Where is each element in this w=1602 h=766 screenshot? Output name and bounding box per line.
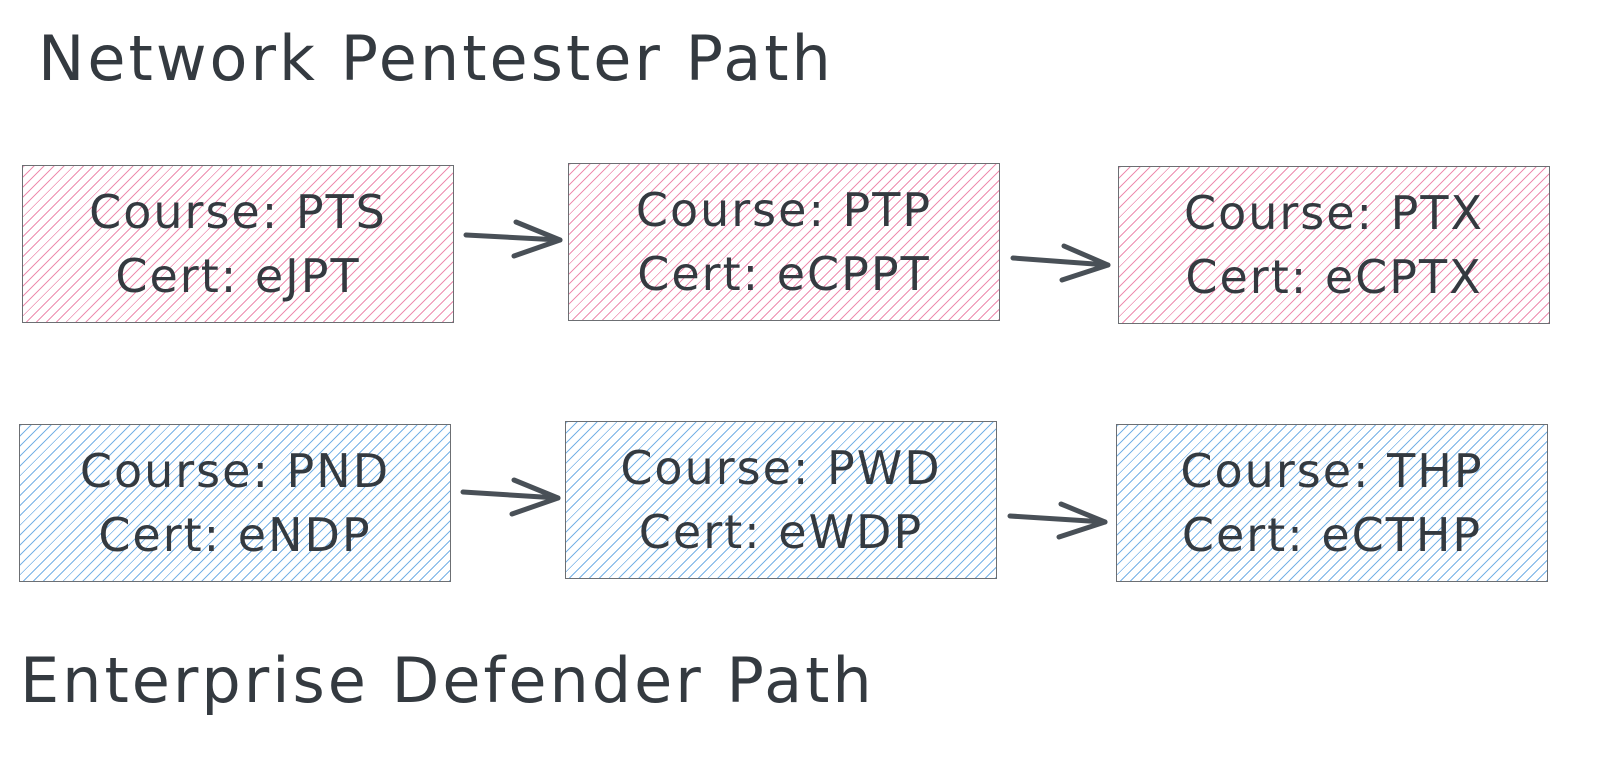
network-pentester-path-title: Network Pentester Path xyxy=(38,22,834,95)
network-step-1-cert: Cert: eJPT xyxy=(115,249,361,303)
enterprise-defender-path-title: Enterprise Defender Path xyxy=(20,644,875,717)
defender-step-2-course: Course: PWD xyxy=(620,441,942,495)
network-step-3-course: Course: PTX xyxy=(1183,186,1485,240)
defender-step-3-course: Course: THP xyxy=(1180,444,1484,498)
arrow-network-2-to-3 xyxy=(1010,243,1111,283)
network-step-1-course: Course: PTS xyxy=(89,185,387,239)
network-step-2-box: Course: PTP Cert: eCPPT xyxy=(568,163,1000,321)
network-step-2-course: Course: PTP xyxy=(635,183,933,237)
defender-step-1-course: Course: PND xyxy=(79,444,391,498)
defender-step-1-cert: Cert: eNDP xyxy=(98,508,372,562)
arrow-defender-1-to-2 xyxy=(460,477,561,517)
defender-step-2-cert: Cert: eWDP xyxy=(638,505,924,559)
network-step-3-box: Course: PTX Cert: eCPTX xyxy=(1118,166,1550,324)
arrow-network-1-to-2 xyxy=(463,219,563,259)
network-step-3-cert: Cert: eCPTX xyxy=(1185,250,1483,304)
defender-step-3-cert: Cert: eCTHP xyxy=(1181,508,1483,562)
network-step-1-box: Course: PTS Cert: eJPT xyxy=(22,165,454,323)
defender-step-2-box: Course: PWD Cert: eWDP xyxy=(565,421,997,579)
defender-step-3-box: Course: THP Cert: eCTHP xyxy=(1116,424,1548,582)
network-step-2-cert: Cert: eCPPT xyxy=(637,247,931,301)
defender-step-1-box: Course: PND Cert: eNDP xyxy=(19,424,451,582)
arrow-defender-2-to-3 xyxy=(1007,501,1108,540)
